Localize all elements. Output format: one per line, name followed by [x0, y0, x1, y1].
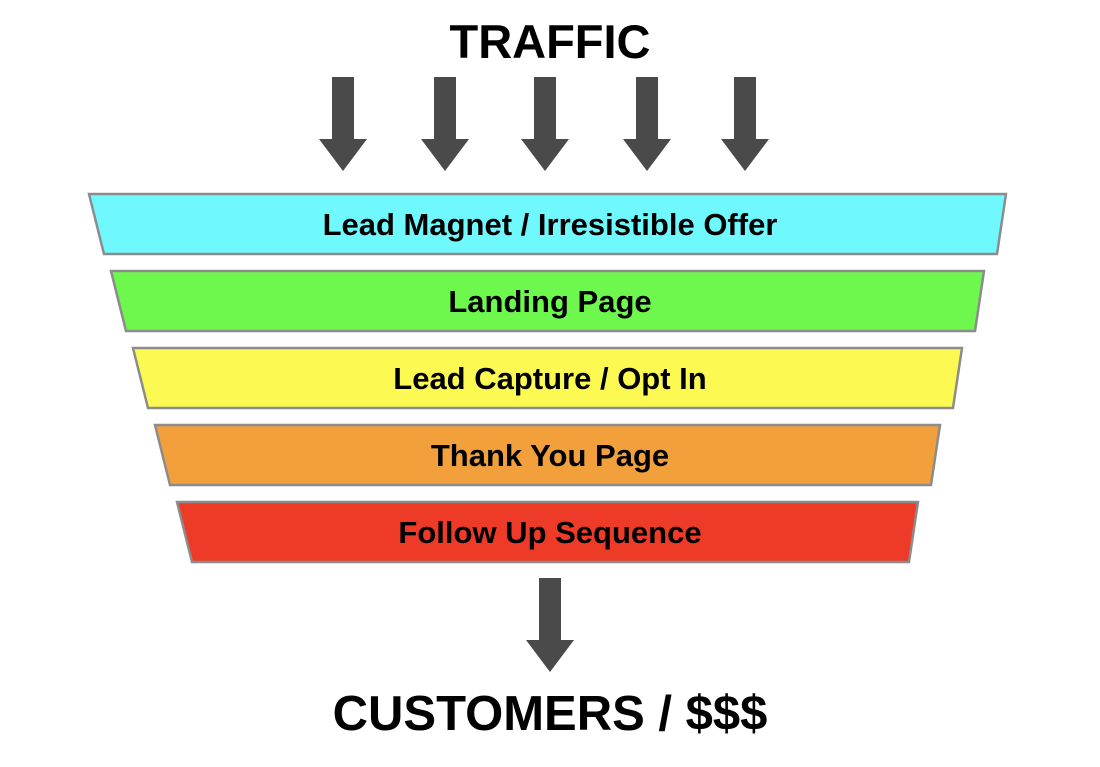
arrow-down-icon: [421, 77, 469, 171]
arrow-down-icon: [521, 77, 569, 171]
page-title: TRAFFIC: [449, 15, 651, 68]
funnel-stage-label-thank-you-page: Thank You Page: [430, 438, 670, 473]
funnel-stage-label-follow-up-sequence: Follow Up Sequence: [398, 515, 702, 550]
funnel-stage-label-landing-page: Landing Page: [448, 284, 652, 319]
arrow-down-icon: [319, 77, 367, 171]
footer-title: CUSTOMERS / $$$: [332, 687, 768, 741]
funnel-stage-label-lead-capture: Lead Capture / Opt In: [393, 361, 707, 396]
arrow-down-icon: [526, 578, 574, 672]
arrow-down-icon: [721, 77, 769, 171]
arrow-down-icon: [623, 77, 671, 171]
funnel-stage-label-lead-magnet: Lead Magnet / Irresistible Offer: [322, 207, 778, 242]
